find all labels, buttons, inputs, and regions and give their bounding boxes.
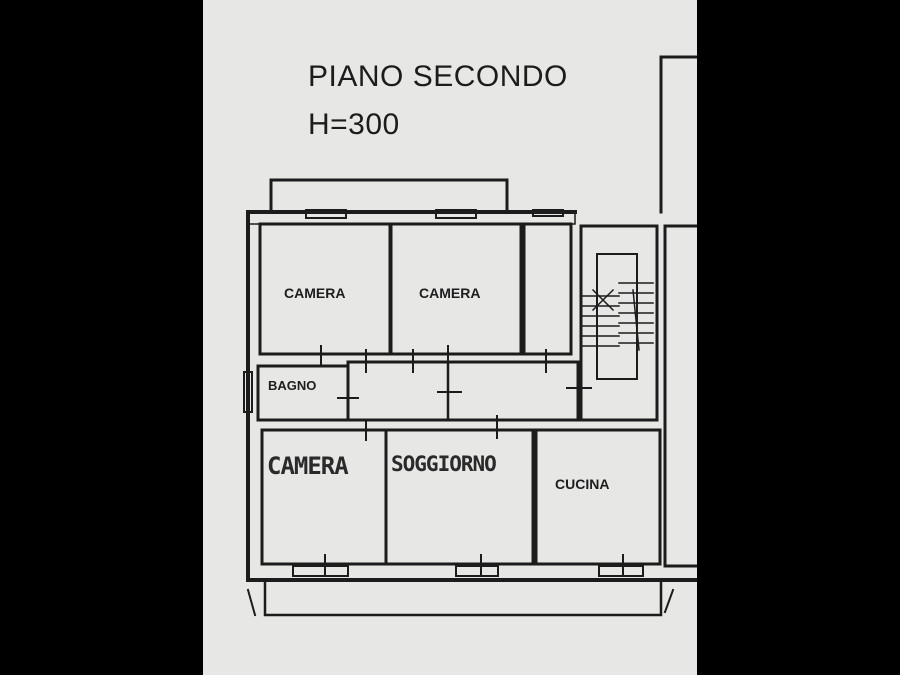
room-cucina [534,428,662,566]
label-camera-2: CAMERA [419,285,481,301]
handwritten-label-camera: CAMERA [267,452,349,480]
room-camera-3 [260,428,388,566]
bottom-terrace [263,578,663,617]
label-cucina: CUCINA [555,476,610,492]
handwritten-label-soggiorno: SOGGIORNO [391,452,497,476]
terrace-supports [246,588,675,617]
stairwell [579,224,659,422]
room-bagno [256,364,350,422]
floor-plan-sheet: PIANO SECONDO H=300 [203,0,697,675]
height-note: H=300 [308,108,400,141]
stair-steps [580,282,654,351]
room-camera-2 [389,222,523,356]
room-closet [522,222,573,356]
adjacent-building-outline [659,55,697,214]
adjacent-unit-wall [663,224,697,568]
label-camera-1: CAMERA [284,285,346,301]
top-balcony [269,178,509,214]
windows [243,209,644,577]
floor-title: PIANO SECONDO [308,60,568,93]
floor-plan-drawing [243,55,697,617]
label-bagno: BAGNO [268,378,317,393]
door-marks [320,345,624,576]
room-soggiorno [384,428,535,566]
corridor [346,360,580,422]
